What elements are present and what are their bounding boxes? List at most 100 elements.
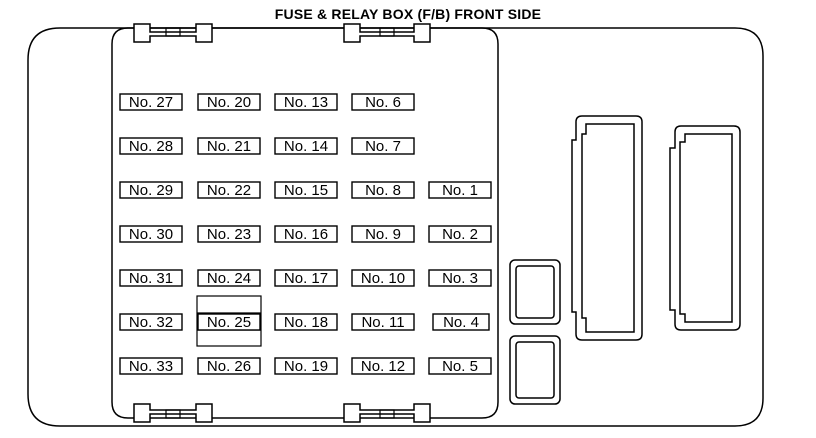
fuse-label: No. 33 xyxy=(129,358,173,375)
fuse-label: No. 27 xyxy=(129,94,173,111)
fuse-box xyxy=(351,225,415,243)
fuse-box xyxy=(274,357,338,375)
fuse-no-25: No. 25 xyxy=(197,313,261,331)
fuse-box xyxy=(351,93,415,111)
fuse-no-10: No. 10 xyxy=(351,269,415,287)
fuse-label: No. 19 xyxy=(284,358,328,375)
fuse-box xyxy=(197,269,261,287)
fuse-label: No. 14 xyxy=(284,138,328,155)
top-right-clip xyxy=(343,23,431,43)
fuse-no-15: No. 15 xyxy=(274,181,338,199)
fuse-no-26: No. 26 xyxy=(197,357,261,375)
fuse-no-3: No. 3 xyxy=(428,269,492,287)
fuse-no-5: No. 5 xyxy=(428,357,492,375)
fuse-label: No. 31 xyxy=(129,270,173,287)
fuse-box xyxy=(197,313,261,331)
fuse-no-1: No. 1 xyxy=(428,181,492,199)
housing-outline xyxy=(27,27,764,427)
fuse-label: No. 17 xyxy=(284,270,328,287)
fuse-box xyxy=(197,225,261,243)
fuse-box xyxy=(351,357,415,375)
fuse-label: No. 3 xyxy=(442,270,478,287)
fuse-label: No. 24 xyxy=(207,270,251,287)
fuse-label: No. 8 xyxy=(365,182,401,199)
fuse-box xyxy=(119,93,183,111)
fuse-box xyxy=(351,181,415,199)
fuse-no-27: No. 27 xyxy=(119,93,183,111)
fuse-no-4: No. 4 xyxy=(432,313,490,331)
fuse-box xyxy=(351,313,415,331)
fuse-panel-outline xyxy=(111,27,499,419)
fuse-no-30: No. 30 xyxy=(119,225,183,243)
fuse-label: No. 12 xyxy=(361,358,405,375)
fuse-no-12: No. 12 xyxy=(351,357,415,375)
fuse-box xyxy=(428,269,492,287)
connector-right xyxy=(669,125,741,331)
fuse-box xyxy=(428,357,492,375)
fuse-box xyxy=(428,181,492,199)
top-left-clip xyxy=(133,23,213,43)
fuse-box xyxy=(119,181,183,199)
fuse-no-32: No. 32 xyxy=(119,313,183,331)
fuse-label: No. 13 xyxy=(284,94,328,111)
fuse-label: No. 28 xyxy=(129,138,173,155)
fuse-box xyxy=(119,269,183,287)
relay-socket-lower xyxy=(509,335,561,405)
fuse-box xyxy=(274,225,338,243)
fuse-label: No. 30 xyxy=(129,226,173,243)
fuse-box xyxy=(197,137,261,155)
fuse-no-33: No. 33 xyxy=(119,357,183,375)
fuse-no-6: No. 6 xyxy=(351,93,415,111)
fuse-label: No. 25 xyxy=(207,314,251,331)
fuse-no-11: No. 11 xyxy=(351,313,415,331)
fuse-box xyxy=(432,313,490,331)
fuse-label: No. 7 xyxy=(365,138,401,155)
fuse-box xyxy=(197,181,261,199)
fuse-box xyxy=(119,357,183,375)
fuse-no-29: No. 29 xyxy=(119,181,183,199)
fuse-box xyxy=(197,93,261,111)
fuse-box xyxy=(274,93,338,111)
fuse-no-2: No. 2 xyxy=(428,225,492,243)
fuse-box xyxy=(119,137,183,155)
fuse-label: No. 11 xyxy=(361,314,404,331)
relay-socket-upper xyxy=(509,259,561,325)
fuse-no-16: No. 16 xyxy=(274,225,338,243)
bottom-right-clip xyxy=(343,403,431,423)
fuse-no-23: No. 23 xyxy=(197,225,261,243)
fuse-label: No. 18 xyxy=(284,314,328,331)
fuse-no-24: No. 24 xyxy=(197,269,261,287)
fuse-label: No. 5 xyxy=(442,358,478,375)
fuse-no-8: No. 8 xyxy=(351,181,415,199)
fuse-no-18: No. 18 xyxy=(274,313,338,331)
fuse-label: No. 22 xyxy=(207,182,251,199)
fuse-no-28: No. 28 xyxy=(119,137,183,155)
connector-left xyxy=(571,115,643,341)
fuse-label: No. 16 xyxy=(284,226,328,243)
fuse-no-31: No. 31 xyxy=(119,269,183,287)
relay-block-no25 xyxy=(196,295,262,347)
fuse-label: No. 32 xyxy=(129,314,173,331)
fuse-box xyxy=(197,357,261,375)
fuse-box xyxy=(274,137,338,155)
fuse-box xyxy=(119,225,183,243)
fuse-label: No. 20 xyxy=(207,94,251,111)
fuse-box xyxy=(351,137,415,155)
fuse-no-21: No. 21 xyxy=(197,137,261,155)
fuse-box xyxy=(119,313,183,331)
fuse-label: No. 10 xyxy=(361,270,405,287)
bottom-left-clip xyxy=(133,403,213,423)
fuse-box xyxy=(274,181,338,199)
fuse-label: No. 15 xyxy=(284,182,328,199)
fuse-no-20: No. 20 xyxy=(197,93,261,111)
fuse-label: No. 9 xyxy=(365,226,401,243)
fuse-box xyxy=(274,313,338,331)
fuse-no-14: No. 14 xyxy=(274,137,338,155)
fuse-label: No. 26 xyxy=(207,358,251,375)
fuse-label: No. 29 xyxy=(129,182,173,199)
fuse-label: No. 6 xyxy=(365,94,401,111)
fuse-no-19: No. 19 xyxy=(274,357,338,375)
fuse-no-22: No. 22 xyxy=(197,181,261,199)
fuse-no-9: No. 9 xyxy=(351,225,415,243)
